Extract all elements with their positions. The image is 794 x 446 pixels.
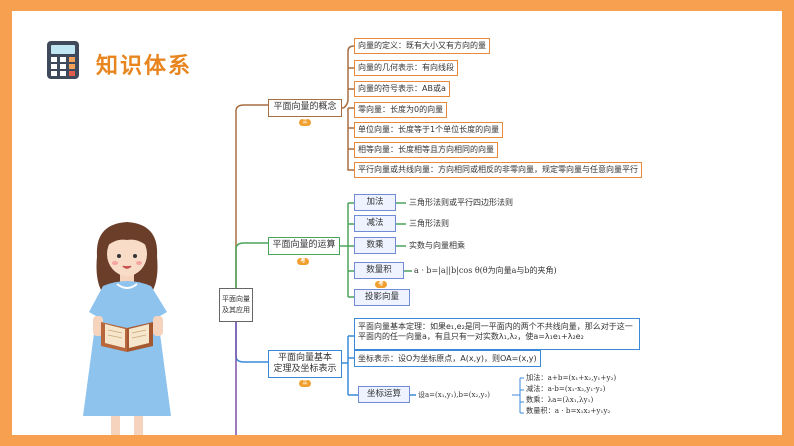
coord-op-box: 坐标运算	[358, 386, 410, 403]
branch-concept: 平面向量的概念	[268, 99, 342, 117]
coord-op-rules: 加法：a+b=(x₁+x₂,y₁+y₂) 减法：a-b=(x₁-x₂,y₁-y₂…	[526, 372, 616, 416]
branch-theorem-line1: 平面向量基本	[277, 352, 332, 363]
concept-item: 相等向量：长度相等且方向相同的向量	[354, 142, 498, 158]
mind-map-connectors	[235, 45, 524, 435]
op-sub-box: 减法	[354, 215, 396, 232]
coord-rule-sub: 减法：a-b=(x₁-x₂,y₁-y₂)	[526, 384, 606, 393]
op-dot-desc: a · b=|a||b|cos θ(θ为向量a与b的夹角)	[414, 266, 557, 275]
branch-concept-label: 平面向量的概念	[273, 102, 337, 113]
page-title: 知识体系	[96, 54, 193, 79]
root-label-line1: 平面向量	[222, 295, 250, 303]
branch-operations-label: 平面向量的运算	[272, 240, 336, 251]
coord-rule-dot: 数量积：a · b=x₁x₂+y₁y₂	[526, 406, 611, 415]
girl-reading-illustration	[83, 222, 171, 435]
concept-item: 向量的符号表示：AB或a	[354, 81, 450, 97]
root-label-line2: 及其应用	[222, 306, 250, 314]
branch-theorem-line2: 定理及坐标表示	[273, 364, 337, 374]
op-scalar-box: 数乘	[354, 237, 396, 254]
op-add-desc: 三角形法则或平行四边形法则	[409, 198, 513, 207]
concept-item: 向量的几何表示：有向线段	[354, 60, 458, 76]
slide: 知识体系	[12, 11, 782, 435]
concept-item: 向量的定义：既有大小又有方向的量	[354, 38, 490, 54]
op-projection-box: 投影向量	[354, 289, 410, 306]
badge: 三	[299, 380, 311, 387]
coord-repr-box: 坐标表示：设O为坐标原点，A(x,y)，则OA=(x,y)	[354, 350, 541, 367]
concept-item: 单位向量：长度等于1个单位长度的向量	[354, 122, 504, 138]
badge: 考	[375, 281, 387, 288]
concept-item: 零向量：长度为0的向量	[354, 102, 448, 118]
calculator-icon	[47, 41, 79, 79]
badge: 考	[297, 258, 309, 265]
badge: 三	[299, 119, 311, 126]
op-scalar-desc: 实数与向量相乘	[409, 241, 465, 250]
coord-rule-scalar: 数乘：λa=(λx₁,λy₁)	[526, 395, 594, 404]
coord-op-premise: 设a=(x₁,y₁),b=(x₂,y₂)	[418, 391, 491, 399]
theorem-box: 平面向量基本定理：如果e₁,e₂是同一平面内的两个不共线向量，那么对于这一平面内…	[354, 318, 640, 350]
op-dot-box: 数量积	[354, 262, 404, 279]
coord-rule-add: 加法：a+b=(x₁+x₂,y₁+y₂)	[526, 373, 617, 382]
branch-operations: 平面向量的运算	[268, 237, 340, 255]
branch-theorem: 平面向量基本 定理及坐标表示	[268, 350, 342, 378]
root-node: 平面向量 及其应用	[219, 288, 253, 322]
op-add-box: 加法	[354, 194, 396, 211]
concept-item: 平行向量或共线向量：方向相同或相反的非零向量，规定零向量与任意向量平行	[354, 162, 642, 178]
op-sub-desc: 三角形法则	[409, 219, 449, 228]
